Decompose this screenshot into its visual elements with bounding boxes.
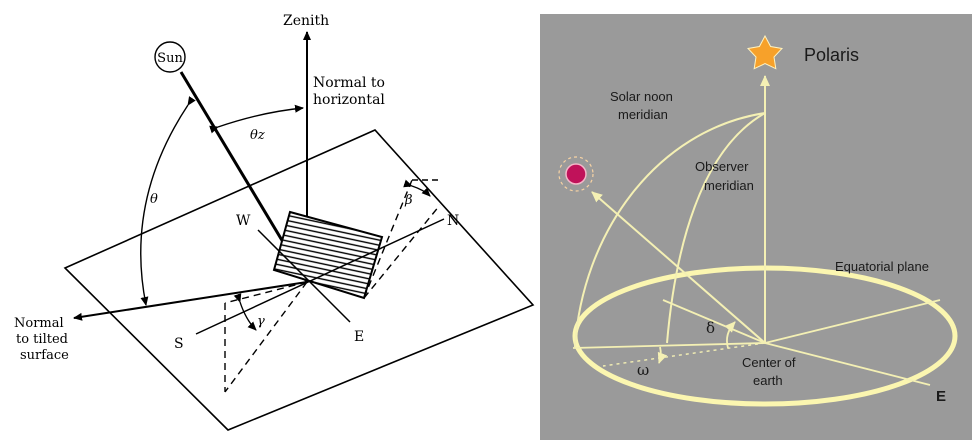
dashed-projection: [224, 281, 308, 393]
sun-icon: [558, 156, 594, 192]
dashed-projection: [224, 281, 308, 304]
normal-horizontal-label: horizontal: [313, 92, 385, 108]
horizontal-plane: [63, 129, 535, 431]
observer-meridian-label: Observer: [695, 159, 749, 174]
east-label: E: [354, 329, 364, 345]
theta-arc: [140, 96, 196, 306]
east-label: E: [936, 388, 946, 405]
observer-meridian-label: meridian: [704, 178, 754, 193]
theta-z-label: θz: [250, 128, 265, 143]
west-label: W: [236, 213, 251, 229]
normal-tilted-label: to tilted: [16, 332, 68, 347]
gamma-arc: [233, 293, 257, 331]
right-diagram: Polaris Solar noon meridian Observer mer…: [540, 14, 972, 440]
equatorial-radius: [662, 299, 766, 344]
equatorial-plane-label: Equatorial plane: [835, 259, 929, 274]
solar-noon-meridian-label: meridian: [618, 107, 668, 122]
equatorial-radius: [572, 342, 766, 349]
north-label: N: [447, 213, 459, 229]
normal-tilted-label: Normal: [14, 316, 64, 331]
solar-noon-meridian-label: Solar noon: [610, 89, 673, 104]
sun-icon: [154, 41, 186, 73]
normal-horizontal-label: Normal to: [313, 75, 385, 91]
sun-label: Sun: [157, 51, 183, 66]
delta-arc: [724, 321, 736, 349]
omega-arc: [657, 346, 668, 364]
south-label: S: [174, 336, 184, 352]
omega-label: ω: [637, 361, 649, 379]
dashed-projection: [363, 179, 413, 299]
west-east-axis: [257, 229, 351, 323]
delta-label: δ: [706, 319, 715, 337]
left-diagram: Sun Zenith Normal to horizontal θz θ W N…: [14, 13, 535, 431]
theta-z-arc: [209, 104, 304, 134]
zenith-label: Zenith: [283, 13, 329, 29]
tilted-normal-ray: [73, 281, 308, 321]
beta-arc: [403, 179, 431, 197]
dashed-projection: [363, 204, 441, 299]
equatorial-radius: [764, 299, 941, 344]
center-of-earth-label: Center of: [742, 355, 796, 370]
polaris-star-icon: [747, 34, 783, 70]
normal-tilted-label: surface: [20, 348, 69, 363]
theta-label: θ: [150, 192, 158, 207]
sun-direction-ray: [591, 191, 766, 344]
gamma-label: γ: [257, 314, 265, 329]
polaris-label: Polaris: [804, 45, 859, 65]
observer-meridian: [666, 112, 766, 344]
equatorial-radius: [764, 342, 931, 386]
solar-noon-meridian: [574, 112, 766, 348]
beta-label: β: [404, 193, 413, 208]
center-of-earth-label: earth: [753, 373, 783, 388]
right-panel-background: [540, 14, 972, 440]
